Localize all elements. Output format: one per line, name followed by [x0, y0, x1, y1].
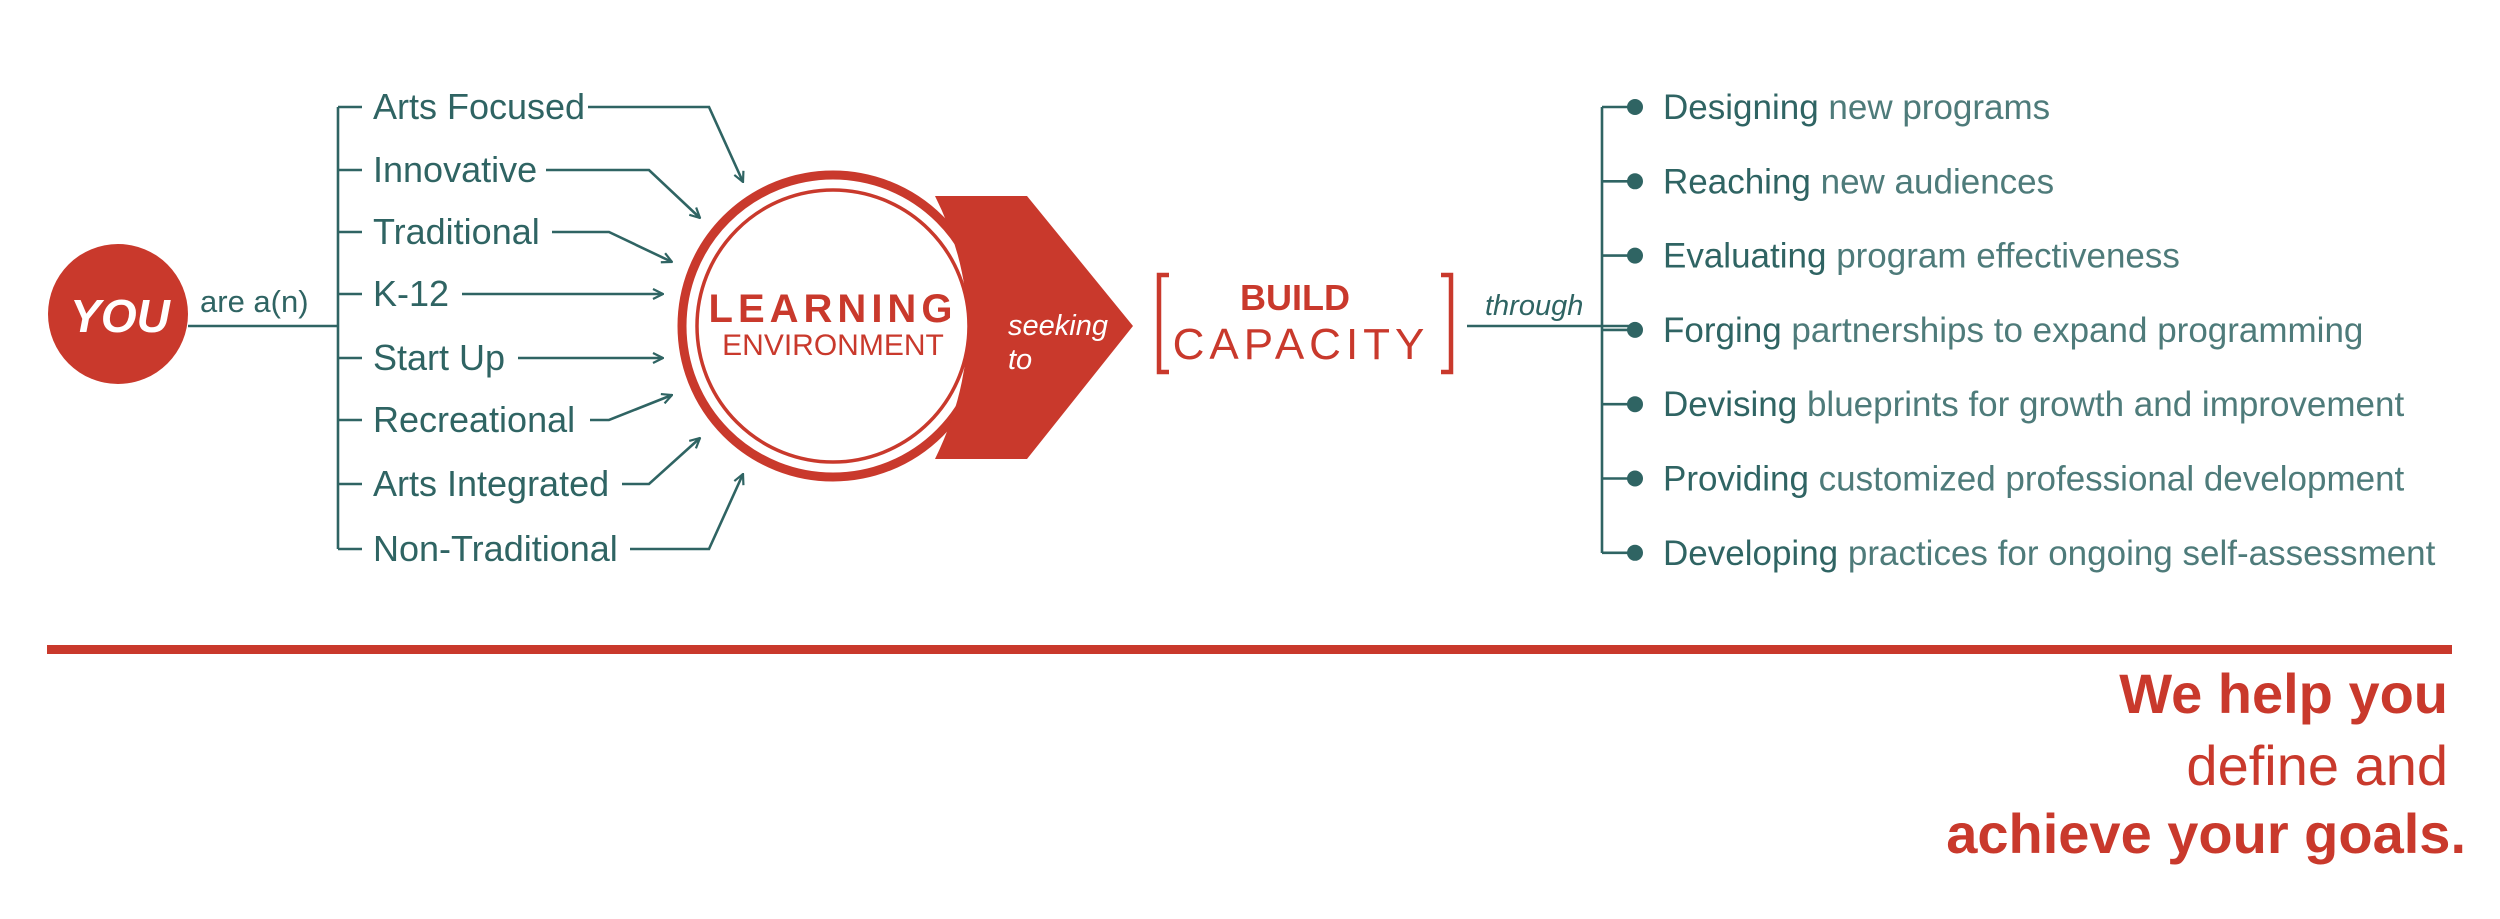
capacity-bracket-left [1156, 272, 1169, 375]
goal-bullet-dot [1627, 173, 1643, 190]
goal-description: practices for ongoing self-assessment [1848, 534, 2436, 573]
seeking-arrow-shape [935, 196, 1133, 459]
goal-item: Providing customized professional develo… [1663, 460, 2405, 499]
environment-label: K-12 [373, 273, 449, 314]
environment-label: Start Up [373, 337, 505, 378]
goal-description: customized professional development [1819, 460, 2405, 499]
goal-verb: Designing [1663, 88, 1819, 127]
goal-item: Forging partnerships to expand programmi… [1663, 311, 2363, 350]
capacity-label: CAPACITY [1173, 320, 1430, 369]
goal-description: blueprints for growth and improvement [1807, 385, 2405, 424]
you-circle [48, 244, 188, 384]
goal-item: Reaching new audiences [1663, 162, 2054, 201]
red-divider [47, 645, 2452, 654]
environment-arrow [622, 438, 700, 486]
environment-arrow [552, 230, 672, 262]
goal-verb: Developing [1663, 534, 1838, 573]
goal-verb: Providing [1663, 460, 1809, 499]
goal-verb: Forging [1663, 311, 1782, 350]
goal-item: Devising blueprints for growth and impro… [1663, 385, 2404, 424]
hub-title: LEARNING [709, 287, 958, 331]
goal-description: partnerships to expand programming [1791, 311, 2363, 350]
environment-arrow [546, 168, 700, 218]
tagline-line-3: achieve your goals. [1946, 802, 2466, 865]
goal-bullet-dot [1627, 396, 1643, 413]
goal-description: new audiences [1821, 162, 2055, 201]
goal-item: Evaluating program effectiveness [1663, 237, 2180, 276]
goal-verb: Evaluating [1663, 237, 1826, 276]
environment-label: Non-Traditional [373, 528, 618, 569]
goal-bullet-dot [1627, 470, 1643, 487]
tagline-line-2: define and [2186, 734, 2448, 797]
goal-bullet-dot [1627, 99, 1643, 115]
hub-subtitle: ENVIRONMENT [722, 329, 944, 362]
through-label: through [1485, 290, 1583, 322]
goal-item: Developing practices for ongoing self-as… [1663, 534, 2436, 573]
seeking-label: seeking [1008, 310, 1108, 342]
tagline-line-1: We help you [2119, 662, 2448, 725]
goal-description: program effectiveness [1836, 237, 2180, 276]
you-connector-label: are a(n) [200, 284, 309, 319]
goal-bullet-dot [1627, 247, 1643, 264]
goal-item: Designing new programs [1663, 88, 2050, 127]
environment-label: Arts Integrated [373, 463, 609, 504]
environment-label: Recreational [373, 399, 575, 440]
you-label: YOU [70, 290, 171, 342]
goal-verb: Devising [1663, 385, 1797, 424]
seeking-to-label: to [1008, 344, 1032, 376]
goal-description: new programs [1828, 88, 2050, 127]
environment-label: Arts Focused [373, 86, 585, 127]
environment-arrow [590, 395, 672, 422]
goal-bullet-dot [1627, 544, 1643, 561]
environment-label: Traditional [373, 211, 540, 252]
environment-label: Innovative [373, 149, 537, 190]
environment-list: Arts FocusedInnovativeTraditionalK-12Sta… [338, 86, 743, 569]
goal-bullet-dot [1627, 321, 1643, 338]
goal-verb: Reaching [1663, 162, 1811, 201]
environment-arrow [630, 474, 743, 551]
capacity-bracket-right [1441, 272, 1454, 375]
build-label: BUILD [1240, 277, 1350, 318]
environment-arrow [588, 105, 743, 182]
